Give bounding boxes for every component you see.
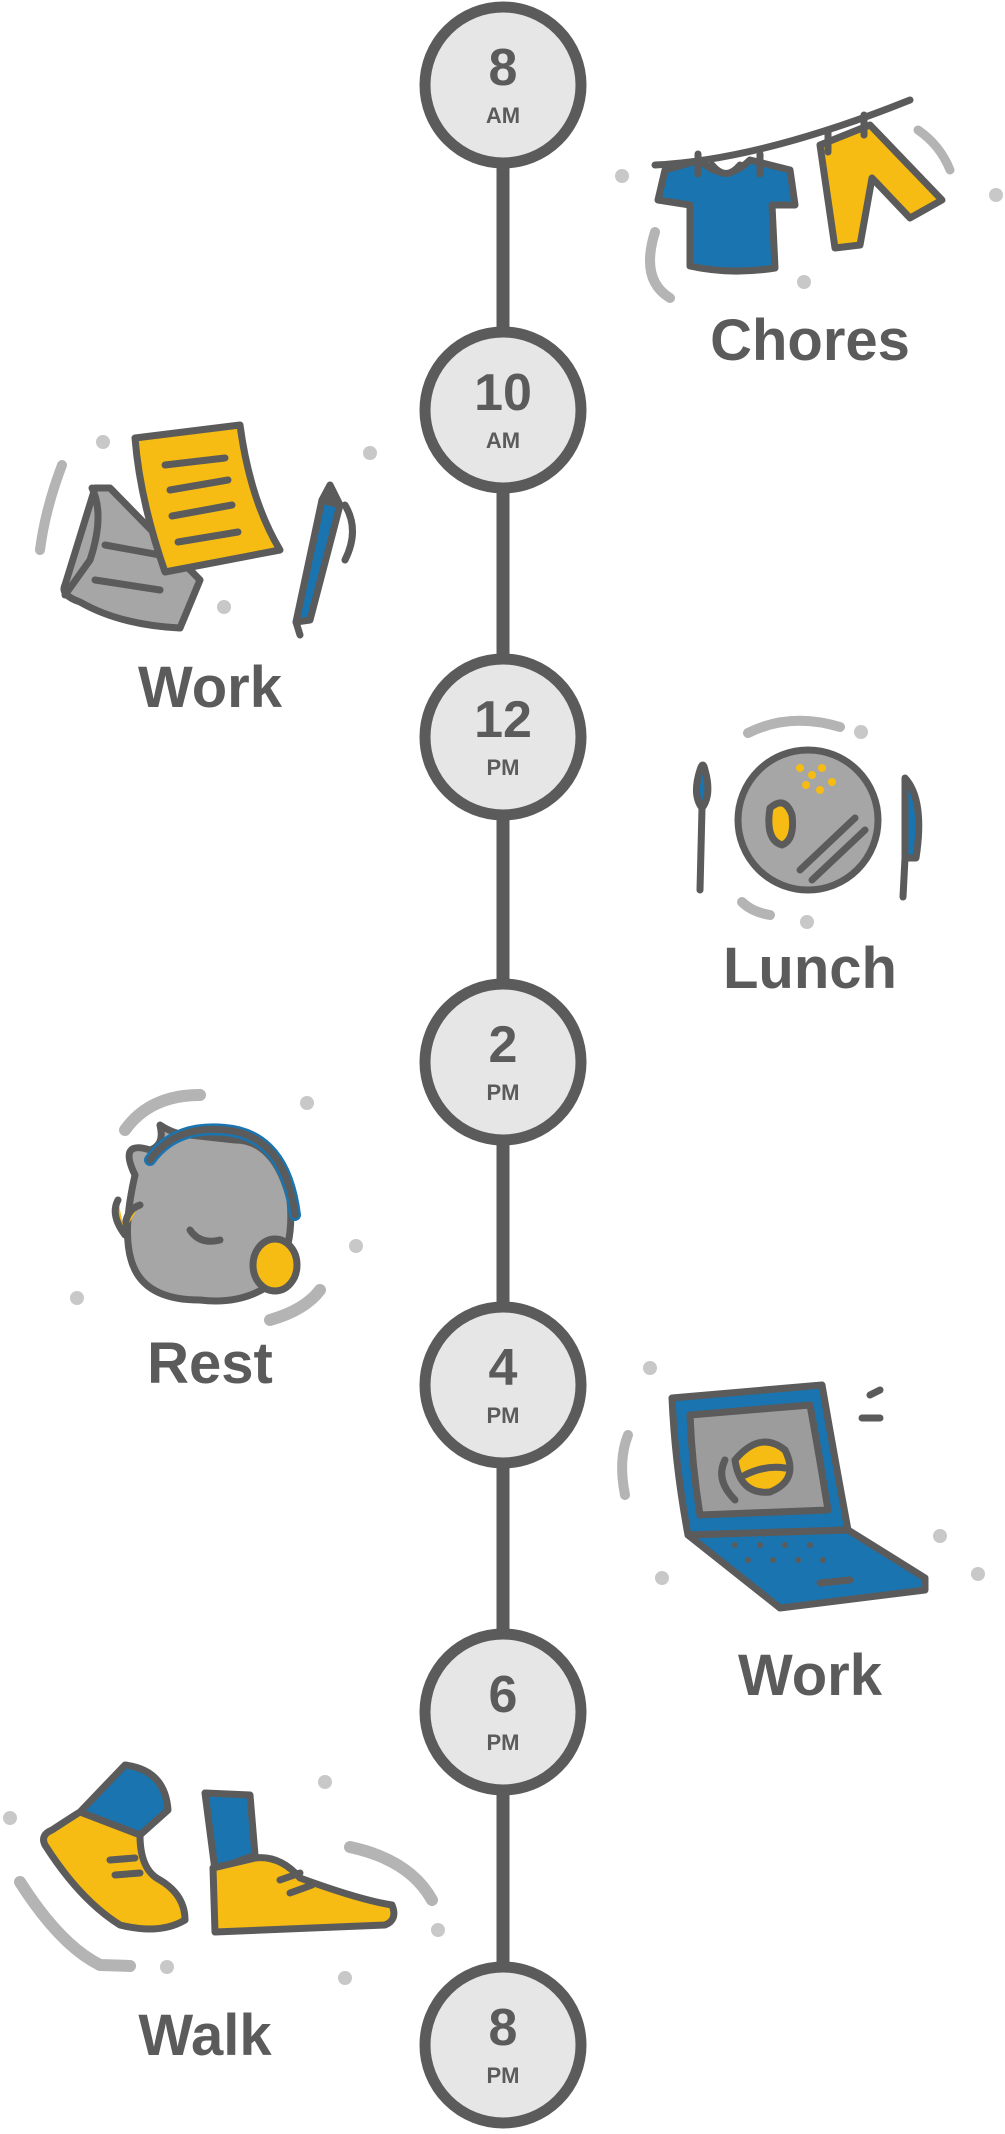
time-node: 4 PM xyxy=(419,1301,587,1469)
time-period: PM xyxy=(487,1730,520,1755)
time-hour: 10 xyxy=(474,364,532,422)
time-node: 8 AM xyxy=(419,1,587,169)
time-hour: 6 xyxy=(489,1666,518,1724)
crumbs-dots xyxy=(796,764,836,794)
time-node: 2 PM xyxy=(419,978,587,1146)
time-node: 12 PM xyxy=(419,653,587,821)
time-hour: 2 xyxy=(489,1016,518,1074)
time-period: PM xyxy=(487,755,520,780)
time-hour: 4 xyxy=(489,1339,518,1397)
time-node: 10 AM xyxy=(419,326,587,494)
papers-pen-icon xyxy=(35,421,356,639)
headphones-head-icon xyxy=(111,1089,326,1326)
activity-label-work-morning: Work xyxy=(138,655,283,720)
time-period: PM xyxy=(487,2063,520,2088)
time-period: PM xyxy=(487,1080,520,1105)
time-node: 6 PM xyxy=(419,1628,587,1796)
clothesline-icon xyxy=(645,96,955,303)
laptop-icon xyxy=(617,1381,929,1612)
activity-label-rest: Rest xyxy=(147,1331,273,1396)
activity-label-work-afternoon: Work xyxy=(738,1643,883,1708)
walking-feet-icon xyxy=(14,1761,438,1972)
time-period: PM xyxy=(487,1403,520,1428)
time-hour: 8 xyxy=(489,39,518,97)
time-hour: 12 xyxy=(474,691,532,749)
activity-label-walk: Walk xyxy=(138,2003,272,2068)
activity-label-lunch: Lunch xyxy=(723,936,897,1001)
time-node: 8 PM xyxy=(419,1961,587,2129)
time-period: AM xyxy=(486,103,520,128)
time-period: AM xyxy=(486,428,520,453)
plate-cutlery-icon xyxy=(693,715,923,920)
activity-label-chores: Chores xyxy=(710,308,910,373)
keyboard-keys xyxy=(732,1542,826,1563)
time-hour: 8 xyxy=(489,1999,518,2057)
